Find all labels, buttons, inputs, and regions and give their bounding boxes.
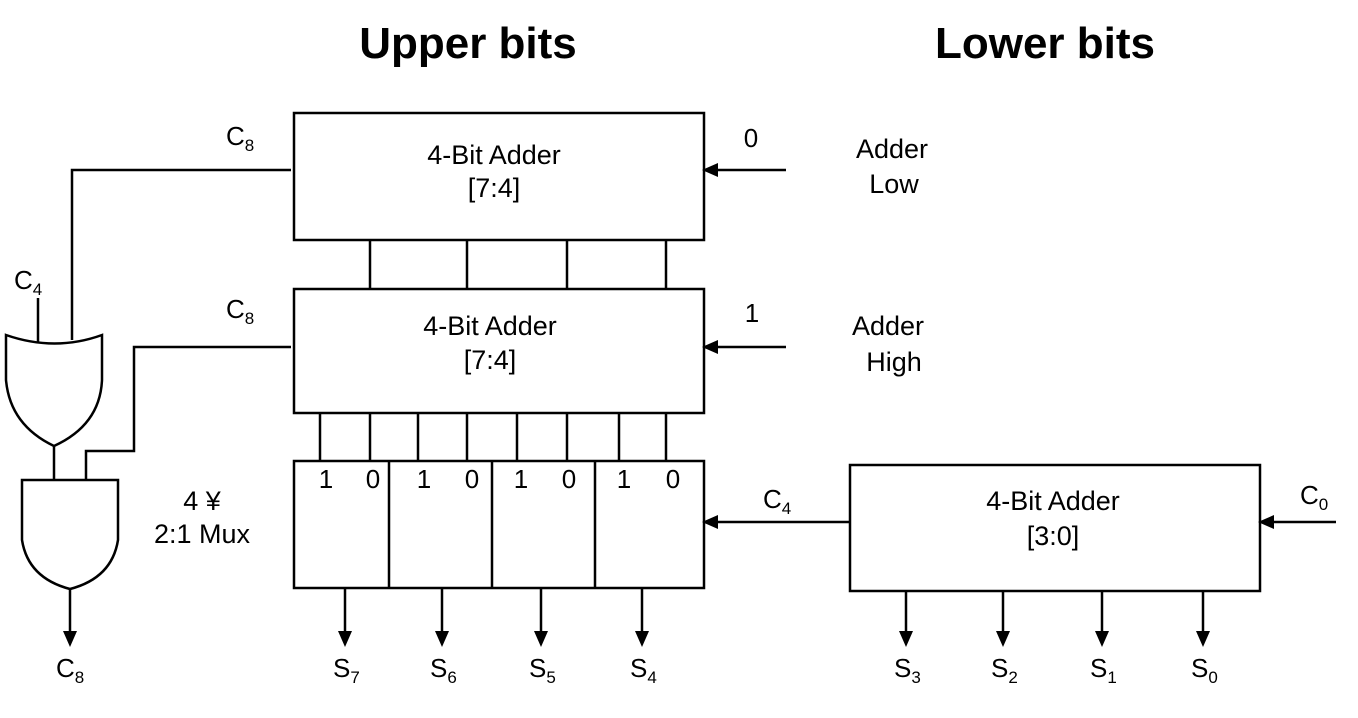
mux-label-2: 2:1 Mux [154, 519, 251, 549]
output-s0-label: S0 [1191, 653, 1218, 687]
mux-box [292, 459, 706, 590]
adder-high-box [292, 287, 706, 415]
adder-low-title: 4-Bit Adder [427, 140, 561, 170]
mux-select-arrow [702, 515, 718, 529]
mux-dividers [387, 461, 597, 588]
mux-input-label: 0 [366, 464, 380, 494]
adder-low-carry-out-label: C8 [226, 121, 254, 155]
adder-low-box [292, 111, 706, 242]
output-s3-label: S3 [894, 653, 921, 687]
lower-output-arrows [899, 591, 1210, 647]
adder-high-title: 4-Bit Adder [423, 311, 557, 341]
mux-input-label: 0 [465, 464, 479, 494]
upper-output-arrows [338, 588, 649, 647]
adder-lower-box [848, 463, 1262, 593]
adder-low-carry-in: 0 [744, 123, 758, 153]
adder-high-label-2: High [866, 347, 922, 377]
mux-input-label: 0 [666, 464, 680, 494]
mux-input-label: 1 [617, 464, 631, 494]
adder-lower-title: 4-Bit Adder [986, 486, 1120, 516]
adder-high-range: [7:4] [464, 345, 517, 375]
lower-carry-in-label: C0 [1300, 480, 1328, 514]
output-s1-label: S1 [1090, 653, 1117, 687]
upper-bits-heading: Upper bits [359, 19, 577, 68]
lower-carry-in-arrow [1258, 515, 1274, 529]
adder-low-carry-in-arrow [702, 163, 718, 177]
adder-low-label-1: Adder [856, 134, 928, 164]
adder-lower-range: [3:0] [1027, 521, 1080, 551]
output-s7-label: S7 [333, 653, 360, 687]
mux-input-label: 0 [562, 464, 576, 494]
adder-high-carry-in: 1 [745, 298, 759, 328]
output-s2-label: S2 [991, 653, 1018, 687]
adder-low-range: [7:4] [468, 173, 521, 203]
output-s6-label: S6 [430, 653, 457, 687]
or-gate [4, 333, 104, 448]
mux-input-label: 1 [417, 464, 431, 494]
mux-label-1: 4 ¥ [183, 486, 222, 516]
lower-carry-out-label: C4 [763, 484, 791, 518]
output-s4-label: S4 [630, 653, 657, 687]
c8-low-to-or-wire [70, 168, 291, 340]
adder-high-label-1: Adder [852, 311, 924, 341]
adder-low-label-2: Low [869, 169, 919, 199]
mux-input-label: 1 [514, 464, 528, 494]
lower-bits-heading: Lower bits [935, 19, 1155, 68]
or-input-c4-label: C4 [14, 265, 42, 299]
mux-input-label: 1 [319, 464, 333, 494]
adder-high-carry-out-label: C8 [226, 294, 254, 328]
inter-adder-wires [368, 240, 668, 289]
adder-to-mux-wires [318, 413, 668, 461]
adder-high-carry-in-arrow [702, 340, 718, 354]
gate-output-c8-label: C8 [56, 653, 84, 687]
c8-high-to-and-wire [84, 345, 291, 480]
c8-output-arrow [63, 631, 77, 647]
output-s5-label: S5 [529, 653, 556, 687]
and-gate [20, 478, 120, 591]
